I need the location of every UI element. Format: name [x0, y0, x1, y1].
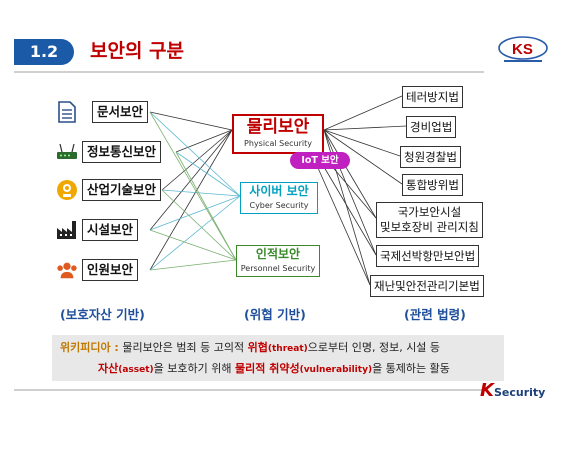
asset-item-industrial: 산업기술보안 [56, 178, 162, 202]
law-box-national-facilities: 국가보안시설 및보호장비 관리지침 [376, 202, 483, 238]
logo-mark: KS [512, 41, 533, 58]
cyber-security-title: 사이버 보안 [249, 184, 309, 198]
personnel-security-box: 인적보안 Personnel Security [236, 245, 320, 277]
asset-label-document: 문서보안 [92, 101, 149, 123]
section-number-badge: 1.2 [14, 39, 74, 65]
asset-label-industrial: 산업기술보안 [82, 179, 162, 201]
footer-divider [14, 389, 484, 391]
ksecurity-logo: KSecurity [480, 380, 545, 401]
personnel-security-subtitle: Personnel Security [240, 264, 316, 273]
asset-item-facility: 시설보안 [56, 218, 139, 242]
asset-item-personnel: 인원보안 [56, 258, 139, 282]
law-box-security-services: 경비업법 [406, 116, 457, 138]
definition-text-d: 을 통제하는 활동 [372, 362, 450, 375]
asset-item-telecom: 정보통신보안 [56, 140, 162, 164]
definition-text-c: 을 보호하기 위해 [153, 362, 236, 375]
asset-label-telecom-rest: 보안 [133, 144, 157, 159]
asset-label-telecom-bold: 정보통신 [87, 144, 134, 159]
law-box-national-facilities-line2: 및보호장비 관리지침 [380, 220, 479, 234]
physical-security-subtitle: Physical Security [244, 139, 312, 148]
column-label-threats: (위협 기반) [244, 307, 306, 322]
law-box-national-facilities-line1: 국가보안시설 [397, 205, 462, 219]
logo-security-text: Security [493, 386, 546, 399]
logo-k: K [480, 380, 494, 401]
column-label-laws: (관련 법령) [404, 307, 466, 322]
physical-security-title: 물리보안 [246, 117, 310, 137]
asset-label-personnel-bold: 인원 [87, 262, 111, 277]
asset-label-industrial-rest: 보안 [133, 182, 157, 197]
law-box-anti-terror: 테러방지법 [402, 86, 463, 108]
physical-security-box: 물리보안 Physical Security [232, 114, 324, 154]
organization-logo: KS [498, 36, 548, 62]
router-icon [56, 141, 78, 163]
definition-threat: 위협 [247, 341, 268, 354]
industry-gear-icon [56, 179, 78, 201]
asset-item-document: 문서보안 [56, 100, 149, 124]
definition-line-2: 자산(asset)을 보호하기 위해 물리적 취약성(vulnerability… [60, 359, 496, 380]
definition-source: 위키피디아 : [60, 341, 119, 354]
factory-icon [56, 219, 78, 241]
cyber-security-subtitle: Cyber Security [249, 201, 309, 210]
cyber-security-box: 사이버 보안 Cyber Security [240, 182, 318, 214]
asset-label-facility-bold: 시설 [87, 222, 111, 237]
asset-label-industrial-bold: 산업기술 [87, 182, 134, 197]
asset-label-telecom: 정보통신보안 [82, 141, 162, 163]
law-box-integrated-defense: 통합방위법 [402, 174, 463, 196]
definition-vulnerability-en: (vulnerability) [299, 365, 373, 375]
asset-label-personnel-rest: 보안 [110, 262, 134, 277]
law-box-ship-port: 국제선박항만보안법 [376, 245, 480, 267]
definition-vulnerability: 물리적 취약성 [235, 362, 300, 375]
asset-label-facility-rest: 보안 [110, 222, 134, 237]
slide-title: 보안의 구분 [90, 40, 185, 62]
definition-asset-en: (asset) [118, 365, 154, 375]
definition-text-b: 으로부터 인명, 정보, 시설 등 [307, 341, 441, 354]
header-divider [14, 71, 484, 73]
definition-text-a: 물리보안은 범죄 등 고의적 [118, 341, 248, 354]
personnel-security-title: 인적보안 [255, 247, 301, 261]
definition-asset: 자산 [98, 362, 119, 375]
asset-label-facility: 시설보안 [82, 219, 139, 241]
law-box-disaster-safety: 재난및안전관리기본법 [370, 275, 484, 297]
column-label-assets: (보호자산 기반) [60, 307, 145, 322]
people-icon [56, 259, 78, 281]
definition-note: 위키피디아 : 물리보안은 범죄 등 고의적 위협(threat)으로부터 인명… [52, 335, 504, 381]
document-icon [56, 101, 78, 123]
asset-label-personnel: 인원보안 [82, 259, 139, 281]
definition-threat-en: (threat) [267, 344, 308, 354]
iot-security-badge: IoT 보안 [290, 152, 350, 169]
definition-line-1: 위키피디아 : 물리보안은 범죄 등 고의적 위협(threat)으로부터 인명… [60, 338, 496, 359]
law-box-police-guard: 청원경찰법 [400, 146, 461, 168]
